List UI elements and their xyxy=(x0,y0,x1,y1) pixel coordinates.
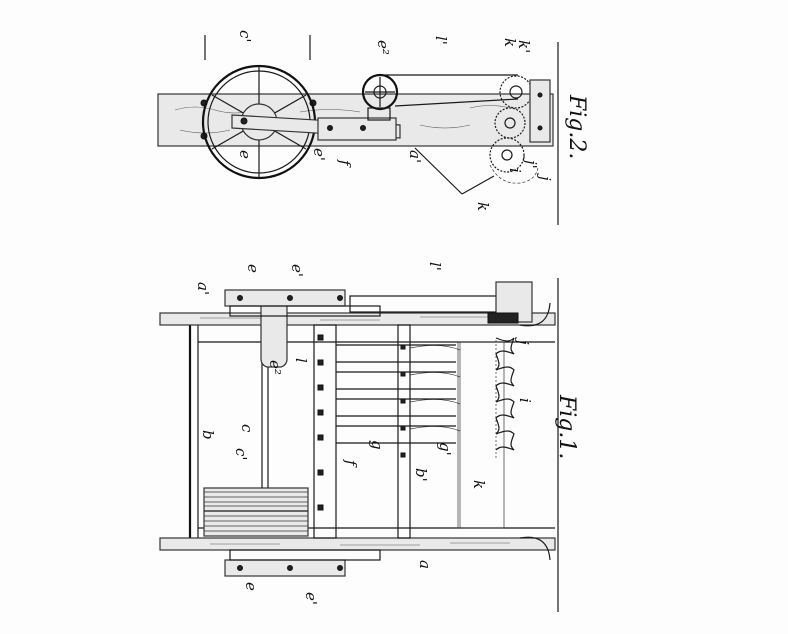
fig2-feed-roller xyxy=(494,107,526,139)
fig2-belt-bottom xyxy=(394,98,519,107)
fig1-bar-bolts xyxy=(317,334,406,511)
label-j: j xyxy=(514,337,532,345)
fig1-bar-f xyxy=(313,324,337,539)
fig2-guide-plate xyxy=(461,175,495,195)
fig1-bolt xyxy=(337,565,343,571)
fig1-drum-stack xyxy=(203,487,309,537)
label-i-fig2: i xyxy=(506,168,524,173)
fig1-belt-l1 xyxy=(349,295,511,313)
fig2-bolt xyxy=(327,125,333,131)
fig1-roller-l xyxy=(260,298,288,368)
fig2-slide-block xyxy=(317,117,397,141)
fig1-bolt xyxy=(337,295,343,301)
fig1-sheet-h xyxy=(457,341,505,529)
fig1-bolt xyxy=(287,565,293,571)
fig2-dashed-roller xyxy=(489,164,539,184)
label-j-fig2: j xyxy=(536,173,554,181)
fig2-guide-plate xyxy=(414,147,463,195)
label-l1: l' xyxy=(426,262,444,271)
label-c: c xyxy=(238,424,256,433)
label-g: g xyxy=(368,440,386,450)
label-a: a xyxy=(416,560,434,569)
label-a1: a' xyxy=(194,282,212,295)
fig2-caption: Fig.2. xyxy=(564,94,589,159)
fig2-bearing-plate xyxy=(529,79,551,143)
label-e-top: e xyxy=(244,264,262,273)
label-c1: c' xyxy=(232,448,250,461)
label-k-lower-fig2: k xyxy=(474,202,492,211)
fig1-knives xyxy=(336,342,461,528)
label-e1-bottom: e' xyxy=(302,592,320,605)
label-b1: b' xyxy=(412,468,430,482)
label-j1-fig2: j' xyxy=(522,157,540,169)
fig2-crank-pin xyxy=(240,117,248,125)
label-e2-fig2: e² xyxy=(374,40,392,55)
label-k: k xyxy=(470,480,488,489)
label-f: f xyxy=(342,459,360,468)
label-e1-top: e' xyxy=(288,264,306,277)
figure-1 xyxy=(159,278,559,612)
fig1-bolt xyxy=(287,295,293,301)
fig1-crank-guide-bottom xyxy=(229,549,381,561)
fig2-feed-roller xyxy=(489,137,525,173)
label-g1: g' xyxy=(436,442,454,456)
fig1-roller-chain xyxy=(495,337,515,460)
fig1-bolt xyxy=(237,295,243,301)
fig1-crank-guide-top xyxy=(229,305,381,317)
fig1-wood-grain xyxy=(200,316,510,546)
label-a1-fig2: a' xyxy=(406,150,424,163)
fig1-bar-b1 xyxy=(397,324,411,539)
label-k1-fig2: k' xyxy=(515,40,533,53)
label-i: i xyxy=(516,398,534,403)
label-e-bottom: e xyxy=(242,582,260,591)
label-c1-fig2: c' xyxy=(236,30,254,43)
fig1-bolt xyxy=(237,565,243,571)
label-e2: e² xyxy=(266,360,284,375)
fig2-gear-hub xyxy=(509,85,523,99)
fig1-gear-teeth xyxy=(487,312,519,324)
fig2-bolt xyxy=(537,125,543,131)
label-f-fig2: f xyxy=(336,159,354,168)
label-e-fig2: e xyxy=(236,150,254,159)
fig1-caption: Fig.1. xyxy=(554,394,579,459)
fig2-feed-roller-hub xyxy=(504,117,516,129)
fig2-feed-roller-hub xyxy=(501,149,513,161)
fig2-bolt xyxy=(537,92,543,98)
label-l1-fig2: l' xyxy=(432,36,450,45)
label-k-fig2: k xyxy=(501,38,519,47)
fig2-pulley-bracket xyxy=(367,107,391,121)
label-l: l xyxy=(292,358,310,363)
fig2-bolt xyxy=(360,125,366,131)
fig1-feet xyxy=(519,302,551,561)
label-b: b xyxy=(199,430,217,440)
label-e1-fig2: e' xyxy=(310,148,328,161)
figure-2 xyxy=(157,35,559,225)
